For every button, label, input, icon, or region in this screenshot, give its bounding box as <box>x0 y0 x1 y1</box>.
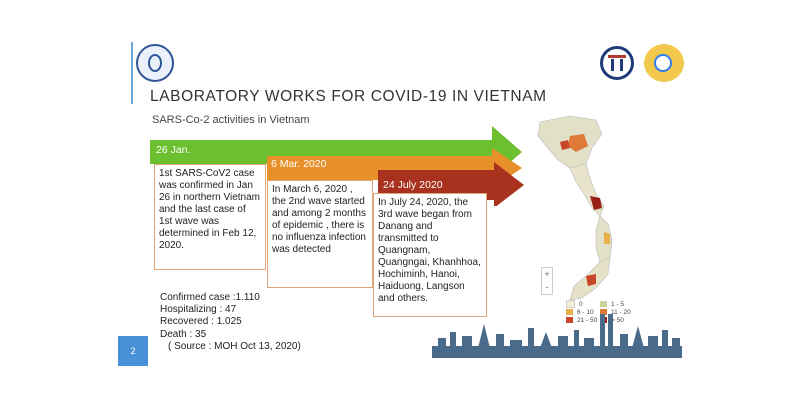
date-label-1: 26 Jan. <box>156 144 191 156</box>
legend-item: 1 - 5 <box>600 300 631 308</box>
legend-item: 0 <box>566 300 597 308</box>
city-skyline-graphic <box>432 314 682 358</box>
institute-logo <box>136 44 174 82</box>
slide-title: LABORATORY WORKS FOR COVID-19 IN VIETNAM <box>150 88 547 105</box>
slide-subtitle: SARS-Co-2 activities in Vietnam <box>152 114 310 126</box>
legend-swatch <box>600 301 607 307</box>
map-zoom-control[interactable]: + - <box>541 267 553 295</box>
date-label-2: 6 Mar. 2020 <box>271 158 327 170</box>
map-hotspot-hanoi <box>560 140 570 150</box>
case-statistics: Confirmed case :1.110 Hospitalizing : 47… <box>160 292 301 353</box>
legend-swatch <box>566 309 573 315</box>
zoom-in-button[interactable]: + <box>544 269 550 279</box>
legend-item: 6 - 10 <box>566 308 597 316</box>
hospitalizing-count: Hospitalizing : 47 <box>160 304 237 316</box>
partner-logo-globe <box>644 44 684 82</box>
slide-page-number: 2 <box>118 336 148 366</box>
legend-item: 21 - 50 <box>566 316 597 324</box>
map-hotspot-khanhhoa <box>604 232 610 244</box>
partner-logo-gate <box>600 46 634 80</box>
confirmed-cases: Confirmed case :1.110 <box>160 292 260 303</box>
wave-1-description: 1st SARS-CoV2 case was confirmed in Jan … <box>154 164 266 270</box>
wave-3-description: In July 24, 2020, the 3rd wave began fro… <box>373 193 487 317</box>
map-hotspot-danang <box>590 196 602 210</box>
recovered-count: Recovered : 1.025 <box>160 316 242 328</box>
date-label-3: 24 July 2020 <box>383 179 443 191</box>
legend-swatch <box>566 300 575 308</box>
data-source: ( Source : MOH Oct 13, 2020) <box>168 340 301 352</box>
legend-swatch <box>566 317 573 323</box>
map-hotspot-north <box>568 134 588 152</box>
death-count: Death : 35 <box>160 328 207 340</box>
map-hotspot-hcmc <box>586 274 596 286</box>
legend-item: 11 - 20 <box>600 308 631 316</box>
wave-2-description: In March 6, 2020 , the 2nd wave started … <box>267 180 373 288</box>
legend-swatch <box>600 309 607 315</box>
zoom-out-button[interactable]: - <box>545 282 549 292</box>
accent-divider <box>131 42 133 104</box>
arrow-wave-1 <box>150 126 522 178</box>
